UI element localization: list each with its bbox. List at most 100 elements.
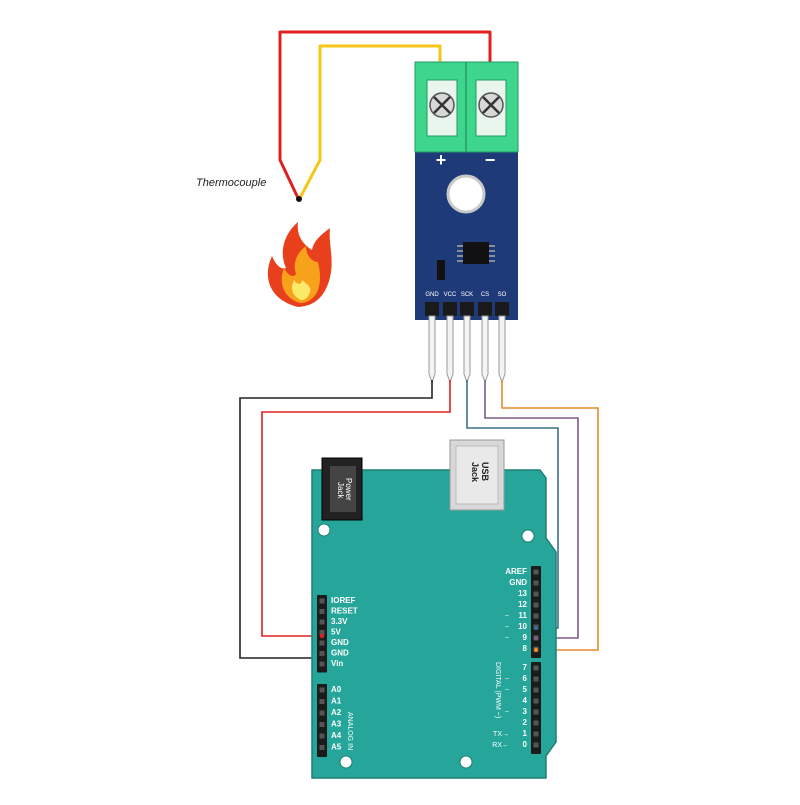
module-pin-housing-so — [495, 302, 509, 316]
power-header-pin-gnd — [319, 651, 325, 656]
analog-header-pin-a5 — [319, 745, 325, 750]
digital-bottom-tilde-6: ~ — [505, 676, 509, 683]
power-jack-label-2: Jack — [336, 482, 345, 499]
module-pin-label-gnd: GND — [425, 292, 439, 298]
screw-terminal-block — [414, 61, 519, 153]
analog-header-pin-a2 — [319, 710, 325, 716]
board-hole-2 — [521, 529, 535, 543]
module-pin-gnd — [428, 315, 436, 384]
arduino-board-outline — [311, 469, 557, 779]
digital-bottom-label-3: 3 — [523, 707, 528, 716]
so-wire — [501, 380, 599, 651]
power-header-pin-vin — [319, 661, 325, 667]
thermocouple-red-wire — [278, 30, 492, 199]
thermocouple-wires — [278, 30, 492, 202]
power-header-label-ioref: IOREF — [331, 596, 356, 605]
digital-top-label-12: 12 — [518, 600, 527, 609]
screw-icon-right — [478, 92, 504, 118]
analog-in-label: ANALOG IN — [346, 712, 353, 750]
digital-bottom-pin-2 — [533, 720, 539, 726]
cs-wire — [484, 380, 579, 639]
analog-header-pin-a3 — [319, 722, 325, 727]
digital-top-tilde-10: ~ — [505, 624, 509, 631]
thermocouple-yellow-wire — [298, 44, 442, 199]
digital-top-label-gnd: GND — [509, 578, 527, 587]
plus-terminal-label: + — [436, 150, 447, 170]
digital-bottom-pin-6 — [533, 676, 539, 682]
power-header-label-reset: RESET — [331, 607, 358, 616]
vcc-wire — [261, 380, 451, 637]
analog-header-label-a5: A5 — [331, 743, 342, 752]
module-pin-labels: GND VCC SCK CS SO — [425, 292, 506, 298]
digital-bottom-label-6: 6 — [523, 674, 528, 683]
analog-header-label-a1: A1 — [331, 697, 342, 706]
digital-top-pin-aref — [533, 569, 539, 575]
power-header-pin-gnd — [319, 640, 325, 646]
digital-top-pin-12 — [533, 602, 539, 608]
module-pin-housing-vcc — [443, 302, 457, 316]
module-header-pins — [425, 302, 509, 384]
analog-header-pin-a4 — [319, 733, 325, 739]
module-pin-cs — [481, 315, 489, 384]
analog-header-pin-a0 — [319, 687, 325, 693]
board-hole-1 — [317, 523, 331, 537]
digital-top-label-8: 8 — [523, 644, 528, 653]
digital-bottom-pin-1 — [533, 731, 539, 737]
capacitor — [437, 260, 445, 280]
digital-bottom-label-0: 0 — [523, 740, 528, 749]
flame-icon — [267, 222, 332, 307]
digital-bottom-label-2: 2 — [523, 718, 528, 727]
power-header-label-5v: 5V — [331, 628, 341, 637]
digital-bottom-tilde-5: ~ — [505, 687, 509, 694]
analog-header-label-a0: A0 — [331, 685, 342, 694]
digital-top-tilde-11: ~ — [505, 613, 509, 620]
board-hole-4 — [459, 755, 473, 769]
digital-bottom-label-7: 7 — [523, 663, 528, 672]
module-pin-sck — [463, 315, 471, 384]
module-pin-label-so: SO — [498, 292, 507, 298]
digital-bottom-tilde-0: RX← — [492, 742, 509, 749]
module-pin-vcc — [446, 315, 454, 384]
screw-icon-left — [429, 92, 455, 118]
gnd-solder-dot — [319, 655, 325, 661]
cs-solder-dot — [533, 635, 539, 641]
digital-bottom-pin-5 — [533, 687, 539, 693]
analog-header-label-a2: A2 — [331, 708, 342, 717]
digital-top-label-aref: AREF — [505, 567, 527, 576]
digital-bottom-label-4: 4 — [523, 696, 528, 705]
usb-jack-label-1: USB — [480, 462, 490, 482]
digital-bottom-pin-3 — [533, 709, 539, 715]
module-pin-housing-gnd — [425, 302, 439, 316]
digital-top-label-9: 9 — [523, 633, 528, 642]
module-pin-label-sck: SCK — [461, 292, 473, 298]
digital-bottom-label-1: 1 — [523, 729, 528, 738]
digital-bottom-tilde-1: TX→ — [493, 731, 509, 738]
digital-header-bottom: 7 6 ~5 ~4 3 ~2 1 TX→ 0 RX← — [492, 662, 541, 754]
digital-bottom-pin-4 — [533, 698, 539, 704]
module-pin-label-cs: CS — [481, 292, 489, 298]
minus-terminal-label: − — [485, 150, 496, 170]
power-header-label-gnd: GND — [331, 638, 349, 647]
digital-top-pin-gnd — [533, 580, 539, 586]
module-pin-so — [498, 315, 506, 384]
digital-top-pin-13 — [533, 591, 539, 597]
module-pin-housing-cs — [478, 302, 492, 316]
digital-top-label-10: 10 — [518, 622, 527, 631]
digital-bottom-tilde-3: ~ — [505, 709, 509, 716]
digital-bottom-strip — [531, 662, 541, 754]
power-header-pin-reset — [319, 609, 325, 614]
analog-header-label-a4: A4 — [331, 731, 342, 740]
sck-solder-dot — [533, 625, 539, 631]
analog-header-pin-a1 — [319, 699, 325, 704]
module-pin-label-vcc: VCC — [444, 292, 457, 298]
power-header-label-vin: Vin — [331, 659, 343, 668]
digital-top-pin-11 — [533, 613, 539, 619]
power-header-label-gnd: GND — [331, 649, 349, 658]
digital-top-tilde-9: ~ — [505, 635, 509, 642]
digital-bottom-pin-0 — [533, 742, 539, 748]
mounting-hole — [446, 174, 486, 214]
digital-bottom-label-5: 5 — [523, 685, 528, 694]
power-jack-label-1: Power — [344, 478, 353, 501]
